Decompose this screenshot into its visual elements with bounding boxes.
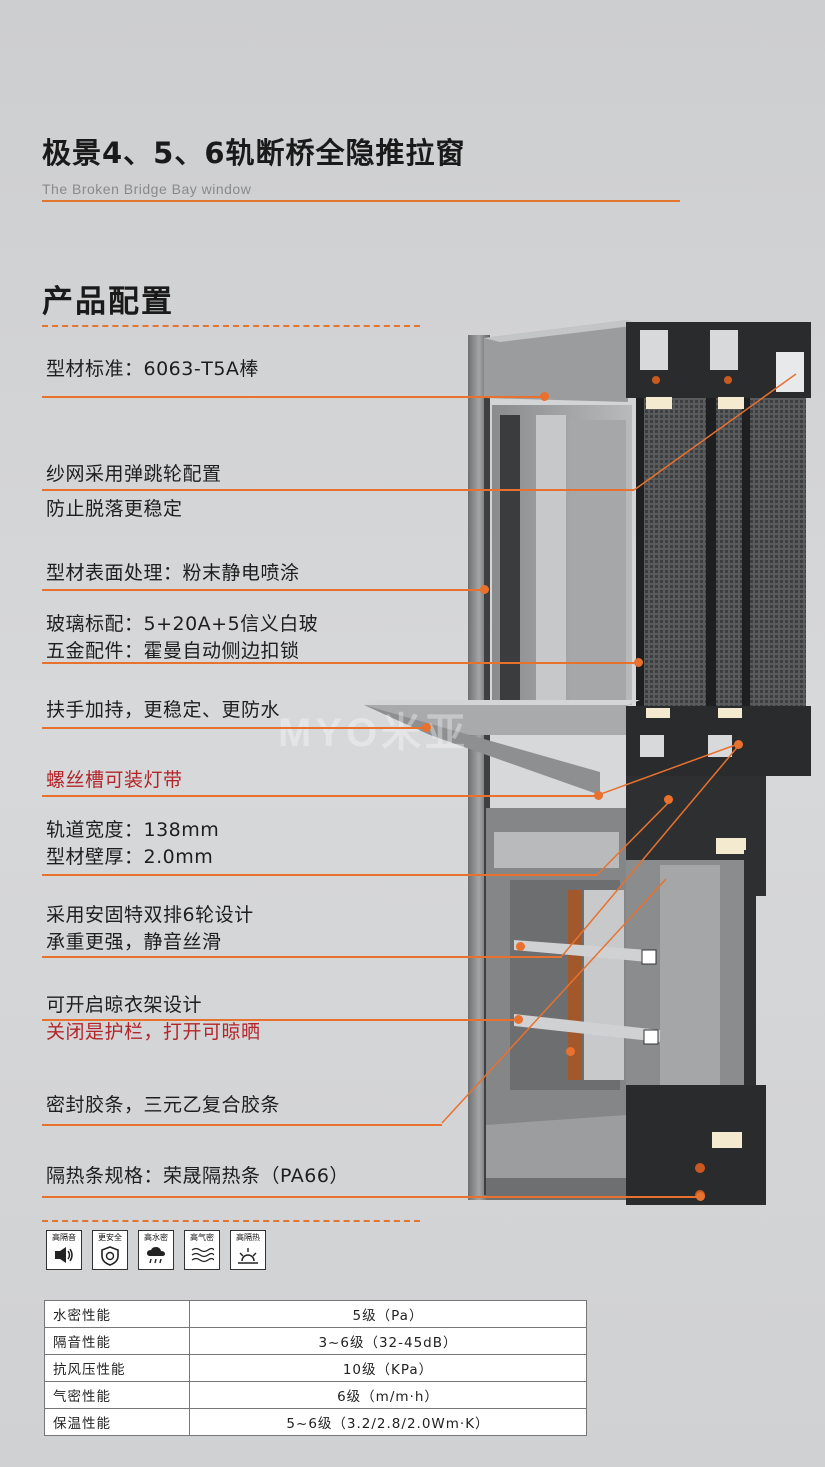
feature-callout-dot xyxy=(696,1192,705,1201)
sun-icon xyxy=(238,1248,258,1264)
spec-name: 抗风压性能 xyxy=(44,1354,190,1382)
badge-sound-insulation: 高隔音 xyxy=(46,1230,82,1270)
title-divider xyxy=(42,200,680,202)
feature-leader-line xyxy=(42,589,484,591)
feature-screen-wheels: 纱网采用弹跳轮配置 防止脱落更稳定 xyxy=(46,461,222,523)
window-cross-section-illustration xyxy=(364,320,811,1205)
shield-icon xyxy=(101,1246,119,1266)
feature-leader-line xyxy=(42,489,634,491)
feature-leader-line xyxy=(42,727,426,729)
feature-leader-line xyxy=(42,1196,700,1198)
feature-leader-diagonal xyxy=(561,743,741,957)
feature-callout-dot xyxy=(516,942,525,951)
feature-leader-line xyxy=(42,1124,442,1126)
feature-screw-slot-light: 螺丝槽可装灯带 xyxy=(46,767,183,794)
page-title: 极景4、5、6轨断桥全隐推拉窗 xyxy=(42,136,466,170)
spec-value: 10级（KPa） xyxy=(189,1354,587,1382)
feature-text: 型材标准：6063-T5A棒 xyxy=(46,358,259,380)
badge-label: 高气密 xyxy=(190,1233,214,1242)
spec-value: 5~6级（3.2/2.8/2.0Wm·K） xyxy=(189,1408,587,1436)
feature-text: 螺丝槽可装灯带 xyxy=(46,769,183,791)
feature-text: 玻璃标配：5+20A+5信义白玻 xyxy=(46,613,319,635)
feature-armrest: 扶手加持，更稳定、更防水 xyxy=(46,697,280,724)
feature-sealing-strip: 密封胶条，三元乙复合胶条 xyxy=(46,1092,280,1119)
page-subtitle: The Broken Bridge Bay window xyxy=(42,181,252,197)
speaker-icon xyxy=(55,1247,73,1263)
section-title: 产品配置 xyxy=(42,284,174,320)
table-row: 抗风压性能 10级（KPa） xyxy=(44,1354,587,1382)
wind-wave-icon xyxy=(191,1247,214,1263)
feature-glass-hardware: 玻璃标配：5+20A+5信义白玻 五金配件：霍曼自动侧边扣锁 xyxy=(46,611,318,665)
feature-leader-diagonal xyxy=(441,878,667,1124)
badge-air-tightness: 高气密 xyxy=(184,1230,220,1270)
feature-callout-dot xyxy=(634,658,643,667)
rain-cloud-icon xyxy=(147,1247,165,1264)
table-row: 隔音性能 3~6级（32-45dB） xyxy=(44,1327,587,1355)
feature-leader-line xyxy=(42,396,544,398)
feature-callout-dot xyxy=(514,1015,523,1024)
feature-text: 轨道宽度：138mm xyxy=(46,819,220,841)
badge-label: 高水密 xyxy=(144,1233,168,1242)
spec-value: 5级（Pa） xyxy=(189,1300,587,1328)
feature-text: 采用安固特双排6轮设计 xyxy=(46,904,254,926)
feature-text: 型材表面处理：粉末静电喷涂 xyxy=(46,562,300,584)
feature-callout-dot xyxy=(734,740,743,749)
brand-watermark: MYO米亚 xyxy=(278,711,470,755)
feature-callout-dot xyxy=(664,795,673,804)
feature-leader-diagonal xyxy=(597,798,673,875)
feature-callout-dot xyxy=(566,1047,575,1056)
badges-dashed-divider xyxy=(42,1220,420,1222)
spec-name: 保温性能 xyxy=(44,1408,190,1436)
feature-text-highlight: 关闭是护栏，打开可晾晒 xyxy=(46,1021,261,1043)
feature-text: 可开启晾衣架设计 xyxy=(46,994,203,1016)
badge-label: 更安全 xyxy=(98,1233,122,1242)
feature-leader-line xyxy=(42,1019,518,1021)
feature-surface-treatment: 型材表面处理：粉末静电喷涂 xyxy=(46,560,300,587)
feature-text: 五金配件：霍曼自动侧边扣锁 xyxy=(46,640,300,662)
table-row: 水密性能 5级（Pa） xyxy=(44,1300,587,1328)
table-row: 保温性能 5~6级（3.2/2.8/2.0Wm·K） xyxy=(44,1408,587,1436)
table-row: 气密性能 6级（m/m·h） xyxy=(44,1381,587,1409)
feature-text: 密封胶条，三元乙复合胶条 xyxy=(46,1094,281,1116)
feature-leader-line xyxy=(42,662,638,664)
feature-leader-diagonal xyxy=(633,373,797,491)
badge-safety: 更安全 xyxy=(92,1230,128,1270)
spec-value: 3~6级（32-45dB） xyxy=(189,1327,587,1355)
feature-track-width: 轨道宽度：138mm 型材壁厚：2.0mm xyxy=(46,817,219,871)
feature-text: 承重更强，静音丝滑 xyxy=(46,931,222,953)
badge-water-tightness: 高水密 xyxy=(138,1230,174,1270)
feature-profile-standard: 型材标准：6063-T5A棒 xyxy=(46,356,259,383)
feature-badges: 高隔音 更安全 高水密 高气密 高隔热 xyxy=(46,1230,266,1270)
feature-text: 纱网采用弹跳轮配置 xyxy=(46,463,222,485)
feature-text: 扶手加持，更稳定、更防水 xyxy=(46,699,281,721)
spec-name: 气密性能 xyxy=(44,1381,190,1409)
feature-six-wheel-design: 采用安固特双排6轮设计 承重更强，静音丝滑 xyxy=(46,902,254,956)
feature-leader-diagonal xyxy=(598,743,739,796)
feature-callout-dot xyxy=(480,585,489,594)
section-dashed-divider xyxy=(42,325,420,327)
badge-heat-insulation: 高隔热 xyxy=(230,1230,266,1270)
spec-name: 水密性能 xyxy=(44,1300,190,1328)
feature-leader-line xyxy=(42,795,598,797)
feature-leader-line xyxy=(42,956,562,958)
feature-callout-dot xyxy=(422,723,431,732)
feature-text: 型材壁厚：2.0mm xyxy=(46,846,214,868)
feature-drying-rack: 可开启晾衣架设计 关闭是护栏，打开可晾晒 xyxy=(46,992,261,1046)
spec-value: 6级（m/m·h） xyxy=(189,1381,587,1409)
badge-label: 高隔热 xyxy=(236,1233,260,1242)
badge-label: 高隔音 xyxy=(52,1233,76,1242)
performance-specs-table: 水密性能 5级（Pa） 隔音性能 3~6级（32-45dB） 抗风压性能 10级… xyxy=(44,1300,587,1436)
feature-text: 隔热条规格：荣晟隔热条（PA66） xyxy=(46,1165,349,1187)
feature-thermal-break-strip: 隔热条规格：荣晟隔热条（PA66） xyxy=(46,1163,349,1190)
spec-name: 隔音性能 xyxy=(44,1327,190,1355)
feature-text: 防止脱落更稳定 xyxy=(46,498,183,520)
feature-leader-line xyxy=(42,874,598,876)
feature-callout-dot xyxy=(540,392,549,401)
